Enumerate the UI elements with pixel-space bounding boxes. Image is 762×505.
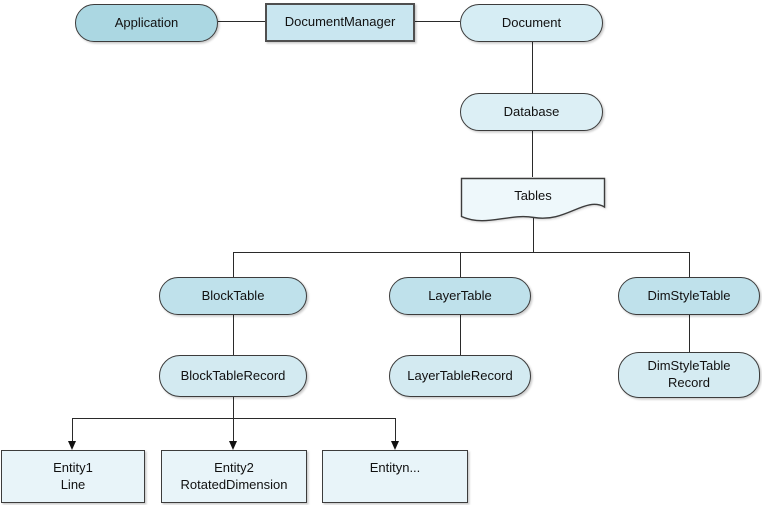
- node-database-label: Database: [503, 103, 560, 119]
- connector-branch-entity1: [72, 418, 74, 442]
- connector-database-tables: [532, 131, 534, 177]
- connector-dimstyletable-record: [689, 315, 691, 352]
- node-document-label: Document: [501, 14, 562, 30]
- entity-label-line1: Entity2: [214, 460, 254, 475]
- node-block-table: BlockTable: [159, 277, 307, 315]
- node-block-table-record: BlockTableRecord: [159, 355, 307, 397]
- node-entity2-label: Entity2 RotatedDimension: [181, 460, 288, 494]
- connector-document-database: [532, 42, 534, 93]
- entity-label-line1: Entity1: [53, 460, 93, 475]
- connector-documentmanager-document: [415, 21, 460, 23]
- connector-application-documentmanager: [218, 21, 265, 23]
- node-entityn: Entityn...: [322, 450, 468, 503]
- node-block-table-label: BlockTable: [201, 287, 265, 303]
- arrowhead-down-icon: [229, 441, 237, 450]
- node-layer-table-label: LayerTable: [428, 287, 492, 303]
- document-shape-icon: [460, 177, 606, 222]
- node-dim-style-table-record: DimStyleTable Record: [618, 352, 760, 398]
- node-application: Application: [75, 4, 218, 42]
- node-tables: Tables: [460, 177, 606, 225]
- node-dim-style-table-record-label: DimStyleTable Record: [647, 358, 730, 392]
- node-dim-style-table-label: DimStyleTable: [647, 287, 731, 303]
- connector-branch-blocktable: [233, 252, 235, 278]
- node-layer-table: LayerTable: [389, 277, 531, 315]
- connector-layertable-record: [460, 315, 462, 355]
- connector-branch-dimstyletable: [689, 252, 691, 278]
- entity-label-line1: Entityn...: [369, 460, 421, 475]
- node-database: Database: [460, 93, 603, 131]
- node-application-label: Application: [114, 14, 179, 30]
- connector-blocktablerecord-branch: [233, 397, 235, 418]
- record-label-line2: Record: [668, 375, 710, 390]
- connector-tables-branch: [533, 218, 535, 253]
- node-entityn-label: Entityn...: [370, 460, 421, 477]
- node-document-manager: DocumentManager: [265, 3, 415, 42]
- arrowhead-down-icon: [391, 441, 399, 450]
- node-block-table-record-label: BlockTableRecord: [180, 367, 286, 383]
- node-entity2: Entity2 RotatedDimension: [161, 450, 307, 503]
- node-tables-label: Tables: [514, 187, 552, 203]
- node-layer-table-record: LayerTableRecord: [389, 355, 531, 397]
- node-document: Document: [460, 4, 603, 42]
- entity-label-line2: Line: [60, 476, 86, 492]
- arrowhead-down-icon: [68, 441, 76, 450]
- node-document-manager-label: DocumentManager: [284, 14, 396, 30]
- connector-branch-layertable: [460, 252, 462, 278]
- node-layer-table-record-label: LayerTableRecord: [407, 367, 513, 383]
- connector-blocktable-record: [233, 315, 235, 355]
- node-dim-style-table: DimStyleTable: [618, 277, 760, 315]
- entity-label-line2: RotatedDimension: [180, 476, 288, 492]
- node-entity1: Entity1 Line: [1, 450, 145, 503]
- connector-branch-entity2: [233, 418, 235, 442]
- connector-branch-entityn: [395, 418, 397, 442]
- branch-line-tables: [233, 252, 690, 254]
- record-label-line1: DimStyleTable: [647, 358, 731, 374]
- node-entity1-label: Entity1 Line: [53, 460, 93, 494]
